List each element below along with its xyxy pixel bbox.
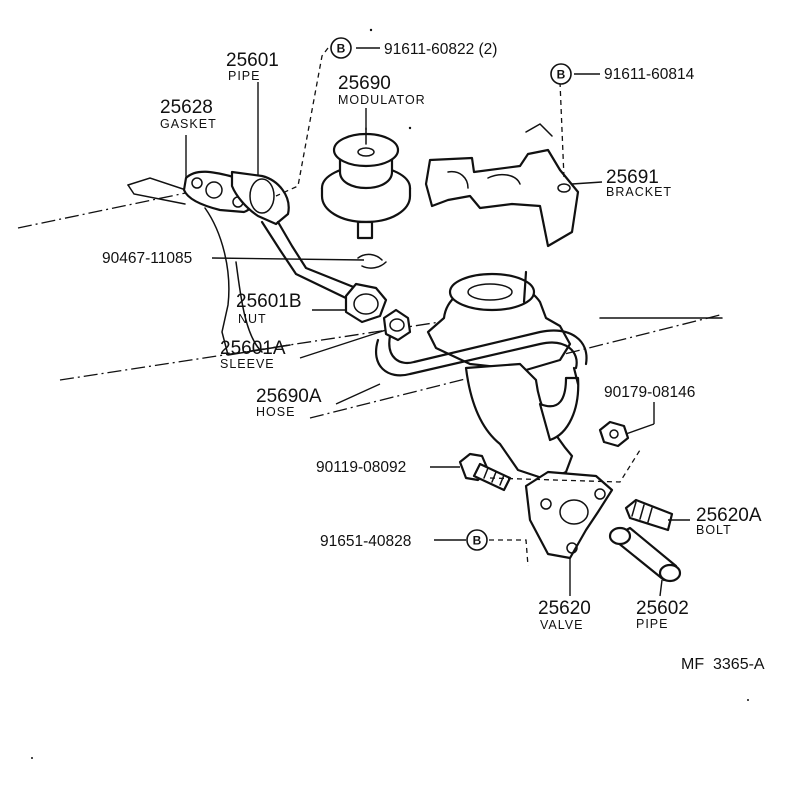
pipe-25601-name: PIPE — [228, 69, 261, 83]
b-marker-1: B — [330, 37, 352, 59]
bracket-name: BRACKET — [606, 185, 672, 199]
manifold-outline — [127, 177, 723, 356]
clip-pin — [357, 253, 387, 269]
leader-lines — [185, 47, 690, 597]
hw-91651-40828: 91651-40828 — [320, 533, 411, 550]
nut — [344, 282, 388, 324]
bolt-25620a-name: BOLT — [696, 523, 732, 537]
valve-name: VALVE — [540, 618, 583, 632]
modulator-name: MODULATOR — [338, 93, 426, 107]
hose — [375, 329, 588, 386]
nut-90179 — [598, 420, 630, 448]
pipe-25602-name: PIPE — [636, 617, 669, 631]
b-marker-3-label: B — [473, 534, 482, 548]
nut-number: 25601B — [236, 291, 302, 312]
hw-90119-08092: 90119-08092 — [316, 459, 406, 476]
hw-91611-60822: 91611-60822 (2) — [384, 41, 497, 58]
pipe-25601-number: 25601 — [226, 50, 279, 71]
reference-lines — [275, 47, 641, 567]
bracket — [424, 123, 580, 248]
pipe-25601 — [230, 170, 358, 302]
sleeve-number: 25601A — [220, 338, 286, 359]
b-marker-3: B — [466, 529, 488, 551]
speck — [747, 699, 749, 701]
modulator — [320, 127, 412, 240]
valve-number: 25620 — [538, 598, 591, 619]
bracket-number: 25691 — [606, 167, 659, 188]
hw-90179-08146: 90179-08146 — [604, 384, 695, 401]
hose-name: HOSE — [256, 405, 295, 419]
speck — [369, 28, 373, 32]
b-marker-2: B — [550, 63, 572, 85]
b-marker-2-label: B — [557, 68, 566, 82]
bolt-90119 — [458, 452, 512, 492]
sleeve — [382, 308, 412, 342]
speck — [31, 757, 33, 759]
hose-number: 25690A — [256, 386, 322, 407]
bolt-25620a-number: 25620A — [696, 505, 762, 526]
sleeve-name: SLEEVE — [220, 357, 275, 371]
gasket-name: GASKET — [160, 117, 217, 131]
speck — [408, 126, 412, 130]
pipe-25602 — [608, 526, 682, 583]
valve — [426, 270, 614, 560]
reference-code: MF 3365-A — [681, 656, 765, 673]
bolt-25620a — [624, 498, 674, 532]
hw-91611-60814: 91611-60814 — [604, 66, 695, 83]
hw-90467-11085: 90467-11085 — [102, 250, 192, 267]
modulator-number: 25690 — [338, 73, 391, 94]
gasket-number: 25628 — [160, 97, 213, 118]
pipe-25602-number: 25602 — [636, 598, 689, 619]
nut-name: NUT — [238, 312, 267, 326]
b-marker-1-label: B — [337, 42, 346, 56]
